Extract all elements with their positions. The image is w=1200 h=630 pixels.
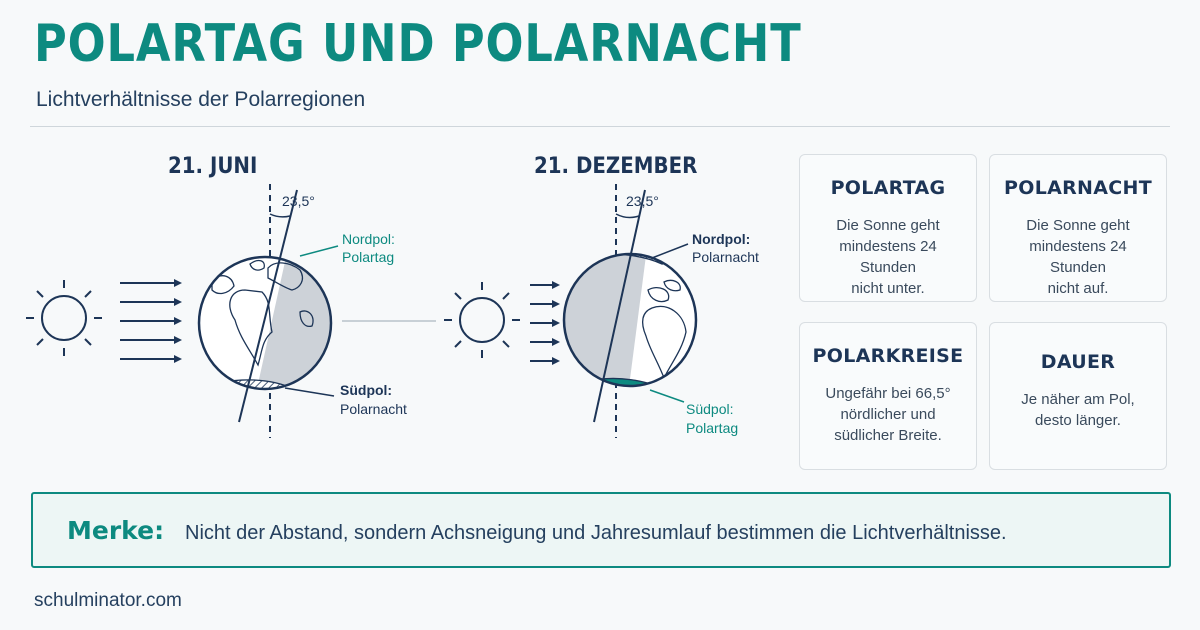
tilt-angle-arc-june (269, 213, 291, 218)
card-text-line: Die Sonne geht (1026, 217, 1130, 234)
card-text-line: mindestens 24 Stunden (839, 238, 937, 276)
card-text-line: südlicher Breite. (834, 427, 942, 444)
earth-tilt-diagram: 23,5° Nordpol: Polartag Südpol: Polarnac… (26, 184, 759, 438)
tilt-angle-label-december: 23,5° (626, 193, 659, 209)
south-state-june: Polarnacht (340, 401, 407, 417)
card-text-line: nördlicher und (840, 406, 936, 423)
south-state-december: Polartag (686, 420, 738, 436)
sun-icon-june (26, 280, 102, 356)
south-label-leader-june (284, 387, 335, 397)
sun-rays-june (120, 279, 182, 363)
page-subtitle: Lichtverhältnisse der Polarregionen (36, 88, 366, 111)
north-label-leader-june (299, 245, 339, 257)
merke-box: Merke: Nicht der Abstand, sondern Achsne… (31, 492, 1171, 568)
north-state-june: Polartag (342, 249, 394, 265)
merke-text: Nicht der Abstand, sondern Achsneigung u… (185, 522, 1007, 544)
sun-icon-december (444, 282, 520, 358)
merke-label: Merke: (67, 516, 165, 545)
date-december: 21. DEZEMBER (534, 154, 698, 179)
card-title: POLARKREISE (812, 345, 964, 367)
info-card-polarkreise: POLARKREISE Ungefähr bei 66,5° nördlicher… (799, 322, 977, 470)
earth-axis-june (238, 189, 298, 423)
south-label-june: Südpol: (340, 382, 392, 398)
sun-rays-december (530, 281, 560, 365)
card-text-line: nicht auf. (1047, 280, 1109, 297)
north-label-june: Nordpol: (342, 231, 395, 247)
polar-night-cap-south-june (214, 379, 293, 389)
card-text-line: desto länger. (1035, 412, 1121, 429)
card-text-line: mindestens 24 Stunden (1029, 238, 1127, 276)
date-june: 21. JUNI (168, 154, 258, 179)
north-label-december: Nordpol: (692, 231, 750, 247)
card-text-line: nicht unter. (851, 280, 925, 297)
north-label-leader-december (651, 243, 689, 259)
card-text-line: Je näher am Pol, (1021, 391, 1135, 408)
tilt-angle-arc-december (615, 213, 640, 219)
footer-site-link[interactable]: schulminator.com (34, 590, 182, 611)
info-card-dauer: DAUER Je näher am Pol, desto länger. (989, 322, 1167, 470)
page-title: POLARTAG UND POLARNACHT (34, 14, 802, 74)
north-state-december: Polarnacht (692, 249, 759, 265)
header-divider (30, 126, 1170, 127)
card-title: POLARNACHT (1004, 177, 1152, 199)
polar-day-cap-north-june (235, 257, 323, 263)
info-card-polarnacht: POLARNACHT Die Sonne geht mindestens 24 S… (989, 154, 1167, 302)
south-label-december: Südpol: (686, 401, 733, 417)
earth-axis-december (593, 189, 646, 423)
card-title: DAUER (1040, 351, 1116, 373)
card-text-line: Die Sonne geht (836, 217, 940, 234)
card-text-line: Ungefähr bei 66,5° (825, 385, 951, 402)
globe-june (197, 255, 333, 391)
south-label-leader-december (649, 389, 685, 403)
card-title: POLARTAG (830, 177, 946, 199)
info-card-polartag: POLARTAG Die Sonne geht mindestens 24 Stu… (799, 154, 977, 302)
tilt-angle-label-june: 23,5° (282, 193, 315, 209)
